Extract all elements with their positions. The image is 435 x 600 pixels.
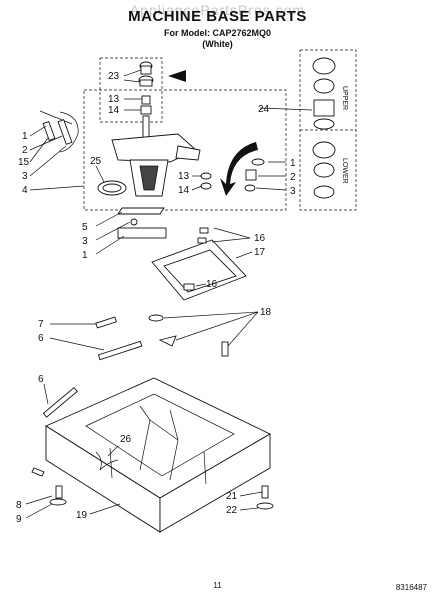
callout-3: 3 [22, 171, 28, 182]
callout-6: 6 [38, 374, 44, 385]
model-line: For Model: CAP2762MQ0 [163, 28, 272, 38]
callout-1: 1 [82, 250, 88, 261]
callout-7: 7 [38, 319, 44, 330]
callout-24: 24 [258, 104, 270, 115]
callout-14: 14 [108, 105, 120, 116]
callout-14: 14 [178, 185, 190, 196]
callout-13: 13 [178, 171, 190, 182]
callout-16: 16 [254, 233, 266, 244]
callout-1: 1 [290, 158, 296, 169]
callout-8: 8 [16, 500, 22, 511]
curved-arrow-icon [220, 142, 258, 196]
callout-4: 4 [22, 185, 28, 196]
callout-25: 25 [90, 156, 102, 167]
upper-label: UPPER [341, 86, 348, 110]
callout-16: 16 [206, 279, 218, 290]
callout-17: 17 [254, 247, 266, 258]
callout-21: 21 [226, 491, 238, 502]
callout-15: 15 [18, 157, 30, 168]
callout-3: 3 [290, 186, 296, 197]
callout-3: 3 [82, 236, 88, 247]
callout-2: 2 [22, 145, 28, 156]
page-number: 11 [213, 581, 222, 590]
callout-13: 13 [108, 94, 120, 105]
callout-2: 2 [290, 172, 296, 183]
callout-19: 19 [76, 510, 88, 521]
callout-6: 6 [38, 333, 44, 344]
document-code: 8316487 [395, 583, 427, 592]
transmission-box [83, 89, 287, 211]
page-title: MACHINE BASE PARTS [128, 8, 307, 25]
color-line: (White) [202, 39, 233, 49]
callout-26: 26 [120, 434, 132, 445]
arrow-icon [168, 70, 186, 82]
watermark: AppliancePartsPros.com [129, 2, 306, 18]
callout-5: 5 [82, 222, 88, 233]
callout-9: 9 [16, 514, 22, 525]
lower-label: LOWER [341, 158, 348, 184]
callout-18: 18 [260, 307, 272, 318]
callout-23: 23 [108, 71, 120, 82]
callout-1: 1 [22, 131, 28, 142]
callout-22: 22 [226, 505, 238, 516]
